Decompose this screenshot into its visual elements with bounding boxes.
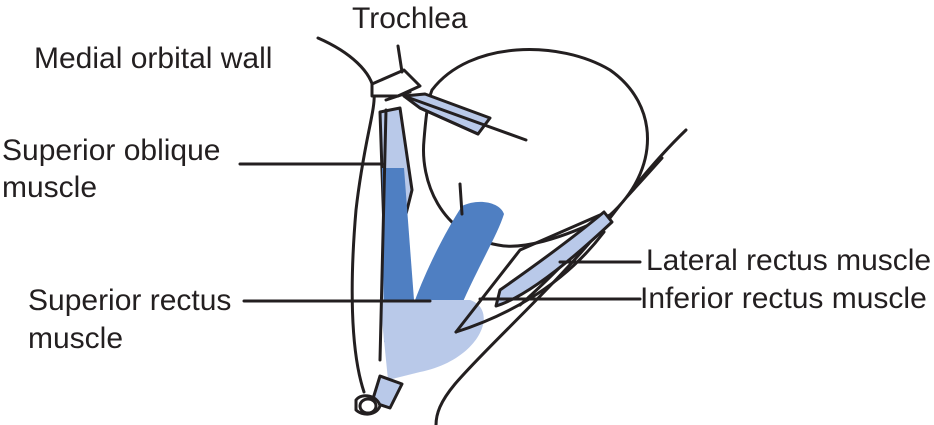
inferior-rectus-muscle [454, 213, 602, 334]
label-superior-oblique-2: muscle [2, 171, 98, 204]
label-superior-rectus-1: Superior rectus [28, 284, 232, 317]
label-trochlea: Trochlea [352, 2, 468, 35]
label-lateral-rectus: Lateral rectus muscle [646, 244, 932, 277]
annulus-of-zinn [380, 300, 484, 380]
lateral-rectus-muscle [494, 210, 614, 308]
lateral-orbital-wall [434, 128, 688, 425]
label-medial-orbital-wall: Medial orbital wall [34, 42, 273, 75]
medial-orbital-wall [316, 36, 376, 394]
label-inferior-rectus: Inferior rectus muscle [640, 282, 927, 315]
optic-nerve [370, 374, 404, 410]
label-superior-oblique-1: Superior oblique [2, 134, 221, 167]
label-superior-rectus-2: muscle [28, 322, 124, 355]
trochlea-shape [370, 68, 422, 98]
